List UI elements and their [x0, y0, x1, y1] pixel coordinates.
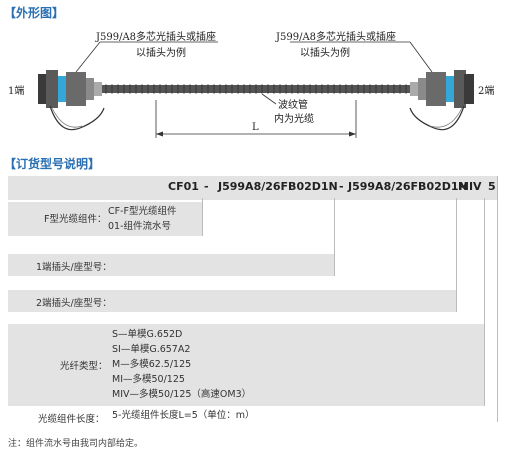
right-callout-line1: J599/A8多芯光插头或插座 [276, 32, 397, 43]
bracket-line-3 [456, 198, 457, 312]
fiber-option-2: SI—单模G.657A2 [112, 344, 191, 355]
bracket-line-2 [334, 198, 335, 276]
end1-model-label: 1端插头/座型号： [36, 262, 112, 273]
code-part4-visible: MIV [458, 180, 482, 193]
fiber-type-label: 光纤类型： [60, 361, 108, 372]
code-sep3: - [459, 180, 464, 193]
bracket-line-1 [202, 198, 203, 236]
code-part1: CF01 [168, 180, 199, 193]
tube-label-line1: 波纹管 [278, 100, 308, 111]
order-code-table: CF01 - J599A8/26FB02D1N - J599A8/26FB02D… [8, 176, 498, 425]
code-header-shade [8, 176, 498, 200]
code-sep2: - [339, 180, 344, 193]
assembly-shade [8, 202, 202, 236]
right-callout-line2: 以插头为例 [300, 48, 350, 59]
fiber-shade [8, 324, 484, 406]
code-sep1: - [204, 180, 209, 193]
left-callout-line1: J599/A8多芯光插头或插座 [96, 32, 217, 43]
fiber-option-5: MIV—多模50/125（高速OM3） [112, 389, 252, 400]
left-callout-line2: 以插头为例 [136, 48, 186, 59]
outline-section-title: 【外形图】 [4, 6, 65, 20]
left-connector [38, 70, 105, 131]
end2-label: 2端 [478, 86, 495, 97]
end1-shade [8, 254, 334, 276]
end2-model-label: 2端插头/座型号： [36, 298, 112, 309]
bracket-line-5 [497, 176, 498, 422]
assembly-option-2: 01-组件流水号 [108, 221, 172, 232]
end2-shade [8, 290, 456, 312]
fiber-option-3: M—多模62.5/125 [112, 359, 192, 370]
code-part2: J599A8/26FB02D1N [218, 180, 338, 193]
assembly-label: F型光缆组件： [44, 214, 107, 225]
code-part3: J599A8/26FB02D1N [348, 180, 468, 193]
length-label: 光缆组件长度： [38, 414, 105, 425]
bracket-line-4 [484, 198, 485, 406]
order-section-title: 【订货型号说明】 [4, 157, 101, 171]
end1-label: 1端 [8, 86, 25, 97]
tube-label-line2: 内为光缆 [274, 114, 314, 125]
code-part5: 5 [488, 180, 496, 193]
cable-assembly-diagram [38, 41, 474, 138]
fiber-option-1: S—单模G.652D [112, 329, 183, 340]
footnote: 注：组件流水号由我司内部给定。 [8, 439, 144, 449]
assembly-option-1: CF-F型光缆组件 [108, 206, 177, 217]
length-value: 5-光缆组件长度L=5（单位：m） [112, 410, 255, 421]
length-dimension-label: L [252, 122, 259, 133]
right-connector [409, 70, 474, 131]
fiber-option-4: MI—多模50/125 [112, 374, 185, 385]
corrugated-tube [102, 84, 412, 94]
cable-outline-drawing: J599/A8多芯光插头或插座 以插头为例 J599/A8多芯光插头或插座 以插… [0, 16, 514, 146]
